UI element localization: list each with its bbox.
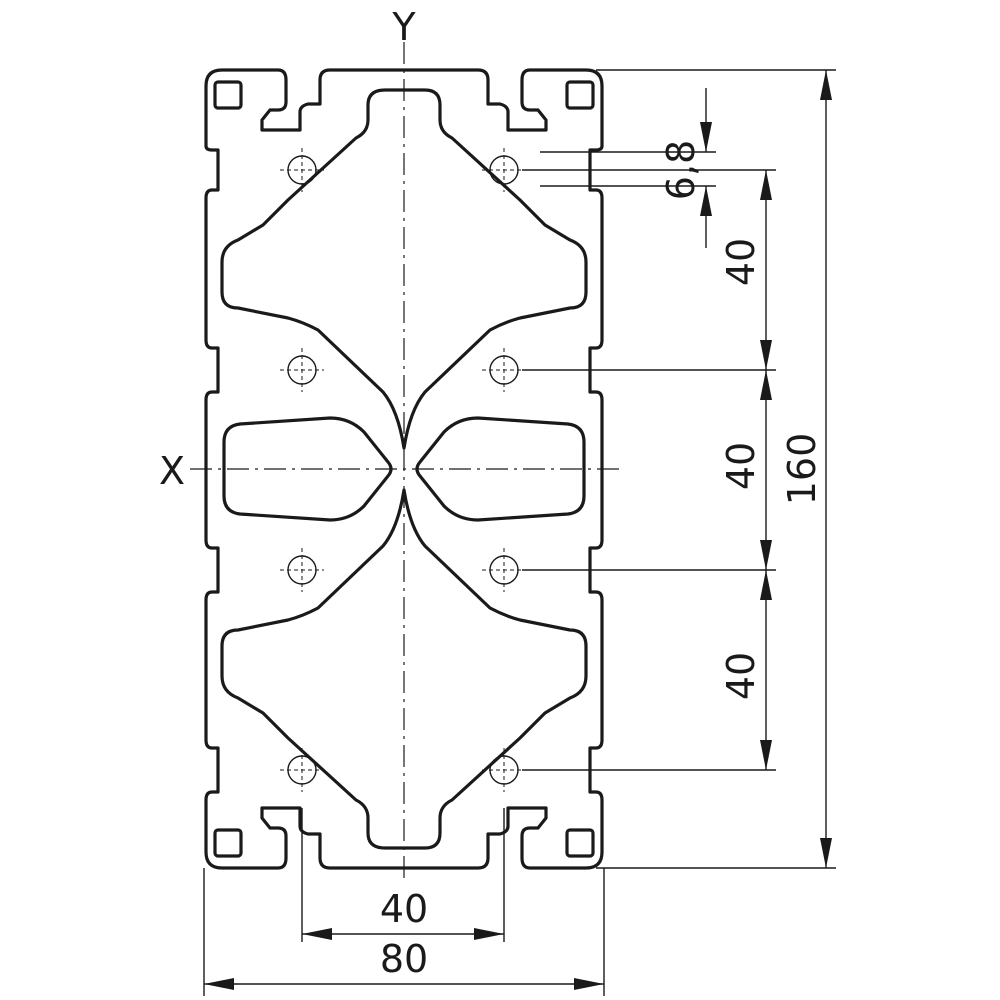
dimension-label-80: 80 [380, 937, 428, 981]
y-axis-label: Y [391, 5, 416, 49]
center-axes: Y X [159, 5, 620, 880]
dimension-label-40-horizontal: 40 [380, 887, 428, 931]
dimension-lines [204, 70, 832, 990]
corner-pocket-top-right [565, 80, 595, 110]
profile-cavities [213, 80, 595, 858]
core-holes [287, 155, 519, 785]
dimension-label-40-middle: 40 [719, 442, 763, 490]
dimension-label-160: 160 [780, 433, 824, 506]
dimension-label-40-bottom: 40 [719, 652, 763, 700]
top-cavity [220, 88, 588, 450]
dimension-label-slot: 6,8 [659, 140, 703, 200]
dimension-labels: 160 40 40 40 6,8 40 80 [380, 140, 824, 981]
left-middle-cavity [222, 416, 393, 522]
dimension-label-40-top: 40 [719, 238, 763, 286]
right-middle-cavity [415, 416, 586, 522]
extension-lines [203, 69, 836, 996]
corner-pocket-bottom-left [213, 828, 243, 858]
x-axis-label: X [159, 449, 185, 493]
corner-pocket-bottom-right [565, 828, 595, 858]
corner-pocket-top-left [213, 80, 243, 110]
hole-crosshairs [280, 148, 526, 792]
